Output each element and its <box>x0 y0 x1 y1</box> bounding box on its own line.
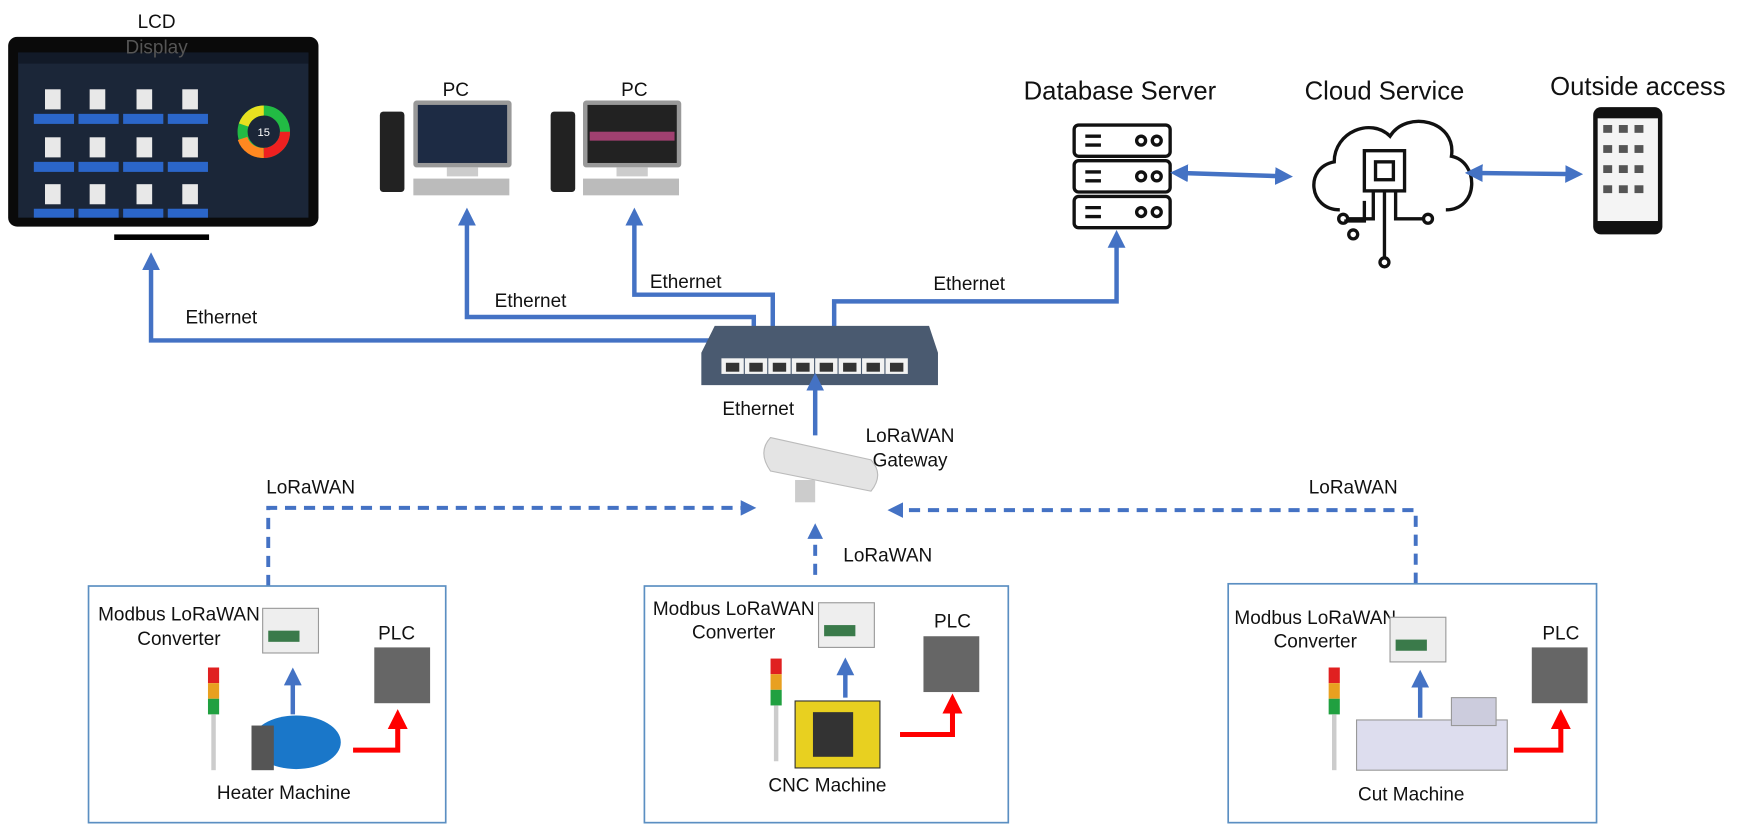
converter-label: Modbus LoRaWAN <box>98 605 260 626</box>
lcd-display: 15 <box>8 36 319 240</box>
lorawan-line-right <box>887 502 1418 584</box>
database-server-label: Database Server <box>1024 77 1217 105</box>
station-heater: Modbus LoRaWAN Converter PLC Heater Mach… <box>87 585 447 824</box>
db-cloud-arrow <box>1170 164 1293 185</box>
donut-chart-icon <box>237 105 291 158</box>
plc-label: PLC <box>378 624 415 645</box>
machine-label: CNC Machine <box>768 775 886 796</box>
station-cut: Modbus LoRaWAN Converter PLC Cut Machine <box>1227 582 1598 824</box>
plc-icon <box>374 647 431 704</box>
lcd-screen-value: 15 <box>258 127 270 139</box>
lcd-label-line2: Display <box>126 38 189 59</box>
plc-icon <box>923 636 980 693</box>
ethernet-label-gateway: Ethernet <box>722 399 794 420</box>
signal-tower-icon <box>770 658 782 762</box>
gateway-label-line2: Gateway <box>873 451 948 472</box>
converter-label-line2: Converter <box>692 622 775 643</box>
lorawan-label-left: LoRaWAN <box>266 477 355 498</box>
cnc-machine-icon <box>794 700 881 769</box>
machine-label: Heater Machine <box>217 783 351 804</box>
pc-2-icon <box>550 100 682 196</box>
plc-icon <box>1531 647 1588 704</box>
heater-machine-icon <box>251 715 341 771</box>
network-switch-icon <box>701 325 938 386</box>
lorawan-label-center: LoRaWAN <box>843 545 932 566</box>
cut-machine-icon <box>1355 697 1508 771</box>
modbus-converter-icon <box>262 607 320 654</box>
ethernet-label-database: Ethernet <box>933 274 1005 295</box>
machine-label: Cut Machine <box>1358 784 1465 805</box>
cloud-service-icon <box>1312 119 1474 269</box>
lorawan-label-right: LoRaWAN <box>1309 477 1398 498</box>
plc-label: PLC <box>934 611 971 632</box>
ethernet-label-pc2: Ethernet <box>650 272 722 293</box>
gateway-label: LoRaWAN <box>866 426 955 447</box>
lcd-label: LCD <box>138 12 176 33</box>
smartphone-icon <box>1593 107 1663 235</box>
converter-label: Modbus LoRaWAN <box>653 599 815 620</box>
signal-tower-icon <box>207 667 220 771</box>
ethernet-label-lcd: Ethernet <box>186 308 258 329</box>
converter-label: Modbus LoRaWAN <box>1234 608 1396 629</box>
station-cnc: Modbus LoRaWAN Converter PLC CNC Machine <box>643 585 1010 824</box>
database-server-icon <box>1072 123 1172 230</box>
converter-label-line2: Converter <box>137 629 220 650</box>
cloud-phone-arrow <box>1464 164 1584 183</box>
lorawan-line-left <box>266 500 757 587</box>
ethernet-label-pc1: Ethernet <box>495 291 567 312</box>
pc-2-label: PC <box>621 80 647 101</box>
outside-access-label: Outside access <box>1550 73 1725 101</box>
pc-1-icon <box>379 100 512 196</box>
cloud-service-label: Cloud Service <box>1305 77 1465 105</box>
plc-label: PLC <box>1542 624 1579 645</box>
lorawan-gateway-icon <box>763 436 879 503</box>
pc-1-label: PC <box>443 80 469 101</box>
signal-tower-icon <box>1328 667 1340 771</box>
converter-label-line2: Converter <box>1274 631 1357 652</box>
